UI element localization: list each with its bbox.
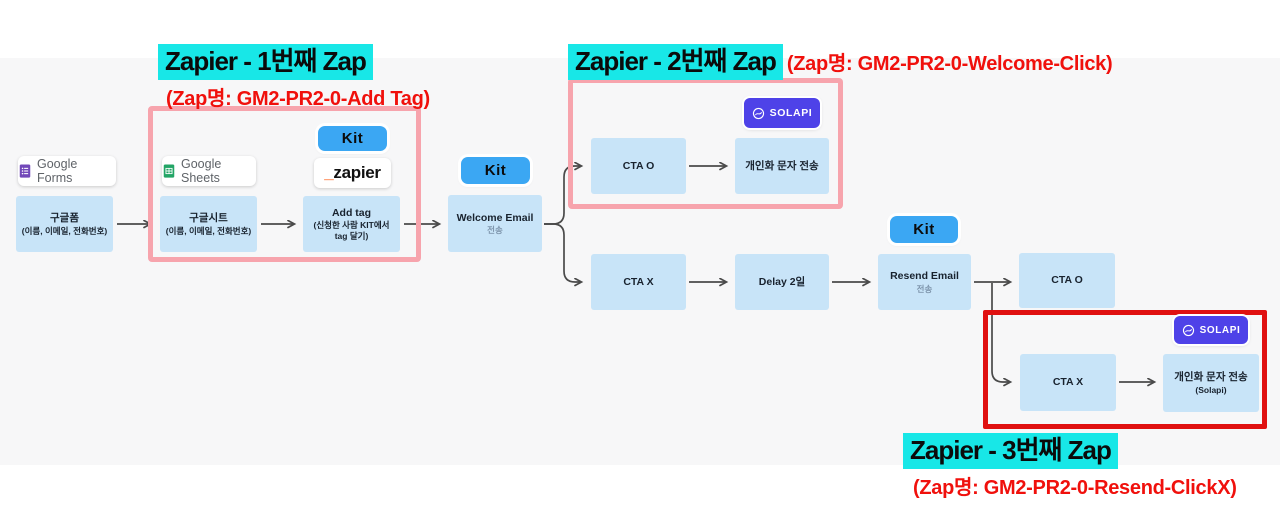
- zapier-logo-underscore: _: [324, 163, 334, 182]
- node-subtitle: (이름, 이메일, 전화번호): [165, 225, 252, 236]
- node-subtitle: 전송: [916, 283, 933, 294]
- kit-logo-label: Kit: [341, 130, 364, 147]
- solapi-icon: [752, 107, 764, 119]
- kit-badge: Kit: [890, 216, 958, 243]
- zap2-title: Zapier - 2번째 Zap: [568, 44, 783, 80]
- node-title: CTA O: [1051, 274, 1083, 287]
- zap3-outline: [983, 310, 1267, 429]
- zap2-outline: [568, 78, 843, 209]
- google-sheets-badge: Google Sheets: [162, 156, 256, 186]
- zap1-name: (Zap명: GM2-PR2-0-Add Tag): [166, 87, 430, 110]
- solapi-badge: SOLAPI: [744, 98, 820, 128]
- zap3-title-block: Zapier - 3번째 Zap (Zap명: GM2-PR2-0-Resend…: [903, 433, 1237, 500]
- kit-badge: Kit: [461, 157, 530, 184]
- solapi-label: SOLAPI: [769, 107, 813, 119]
- node-welcome-email: Welcome Email 전송: [448, 195, 542, 252]
- node-title: Add tag: [331, 206, 372, 219]
- kit-logo-label: Kit: [484, 162, 507, 179]
- node-google-sheet: 구글시트 (이름, 이메일, 전화번호): [160, 196, 257, 252]
- zap3-title: Zapier - 3번째 Zap: [903, 433, 1118, 469]
- kit-badge: Kit: [318, 126, 387, 151]
- node-title: Delay 2일: [758, 275, 806, 288]
- node-title: Resend Email: [890, 270, 959, 283]
- node-delay-2days: Delay 2일: [735, 254, 829, 310]
- google-sheets-icon: [163, 164, 175, 178]
- solapi-badge: SOLAPI: [1174, 316, 1248, 344]
- google-forms-icon: [19, 164, 31, 178]
- node-subtitle: (Solapi): [1195, 384, 1227, 395]
- node-subtitle: (이름, 이메일, 전화번호): [21, 225, 108, 236]
- node-subtitle: 전송: [487, 225, 503, 236]
- zap1-outline: [148, 106, 421, 262]
- kit-logo-label: Kit: [913, 221, 935, 238]
- node-title: Welcome Email: [456, 211, 534, 224]
- node-title: 개인화 문자 전송: [745, 159, 819, 172]
- node-cta-x-right: CTA X: [1020, 354, 1116, 411]
- google-forms-label: Google Forms: [37, 157, 78, 185]
- zap2-title-block: Zapier - 2번째 Zap(Zap명: GM2-PR2-0-Welcome…: [568, 44, 1113, 80]
- node-title: CTA O: [622, 159, 655, 172]
- node-title: 구글시트: [189, 212, 228, 225]
- google-forms-badge: Google Forms: [18, 156, 116, 186]
- node-cta-o-top: CTA O: [591, 138, 686, 194]
- solapi-icon: [1182, 324, 1194, 336]
- node-title: CTA X: [623, 275, 654, 288]
- node-cta-o-right: CTA O: [1019, 253, 1115, 308]
- node-google-form: 구글폼 (이름, 이메일, 전화번호): [16, 196, 113, 252]
- node-add-tag: Add tag (신청한 사람 KIT에서 tag 달기): [303, 196, 400, 252]
- node-sms-send-solapi: 개인화 문자 전송 (Solapi): [1163, 354, 1259, 412]
- zapier-badge: _zapier: [314, 158, 391, 188]
- node-title: CTA X: [1052, 376, 1084, 389]
- node-resend-email: Resend Email 전송: [878, 254, 971, 310]
- node-title: 개인화 문자 전송: [1174, 371, 1248, 384]
- node-cta-x-mid: CTA X: [591, 254, 686, 310]
- node-subtitle: (신청한 사람 KIT에서 tag 달기): [313, 220, 390, 242]
- solapi-label: SOLAPI: [1199, 324, 1241, 336]
- node-sms-send-top: 개인화 문자 전송: [735, 138, 829, 194]
- zap1-title-block: Zapier - 1번째 Zap (Zap명: GM2-PR2-0-Add Ta…: [158, 44, 430, 111]
- zap1-title: Zapier - 1번째 Zap: [158, 44, 373, 80]
- zapier-logo-label: zapier: [333, 163, 381, 182]
- google-sheets-label: Google Sheets: [181, 157, 222, 185]
- zap3-name: (Zap명: GM2-PR2-0-Resend-ClickX): [913, 476, 1237, 499]
- node-title: 구글폼: [50, 212, 79, 225]
- zap2-name: (Zap명: GM2-PR2-0-Welcome-Click): [786, 53, 1113, 75]
